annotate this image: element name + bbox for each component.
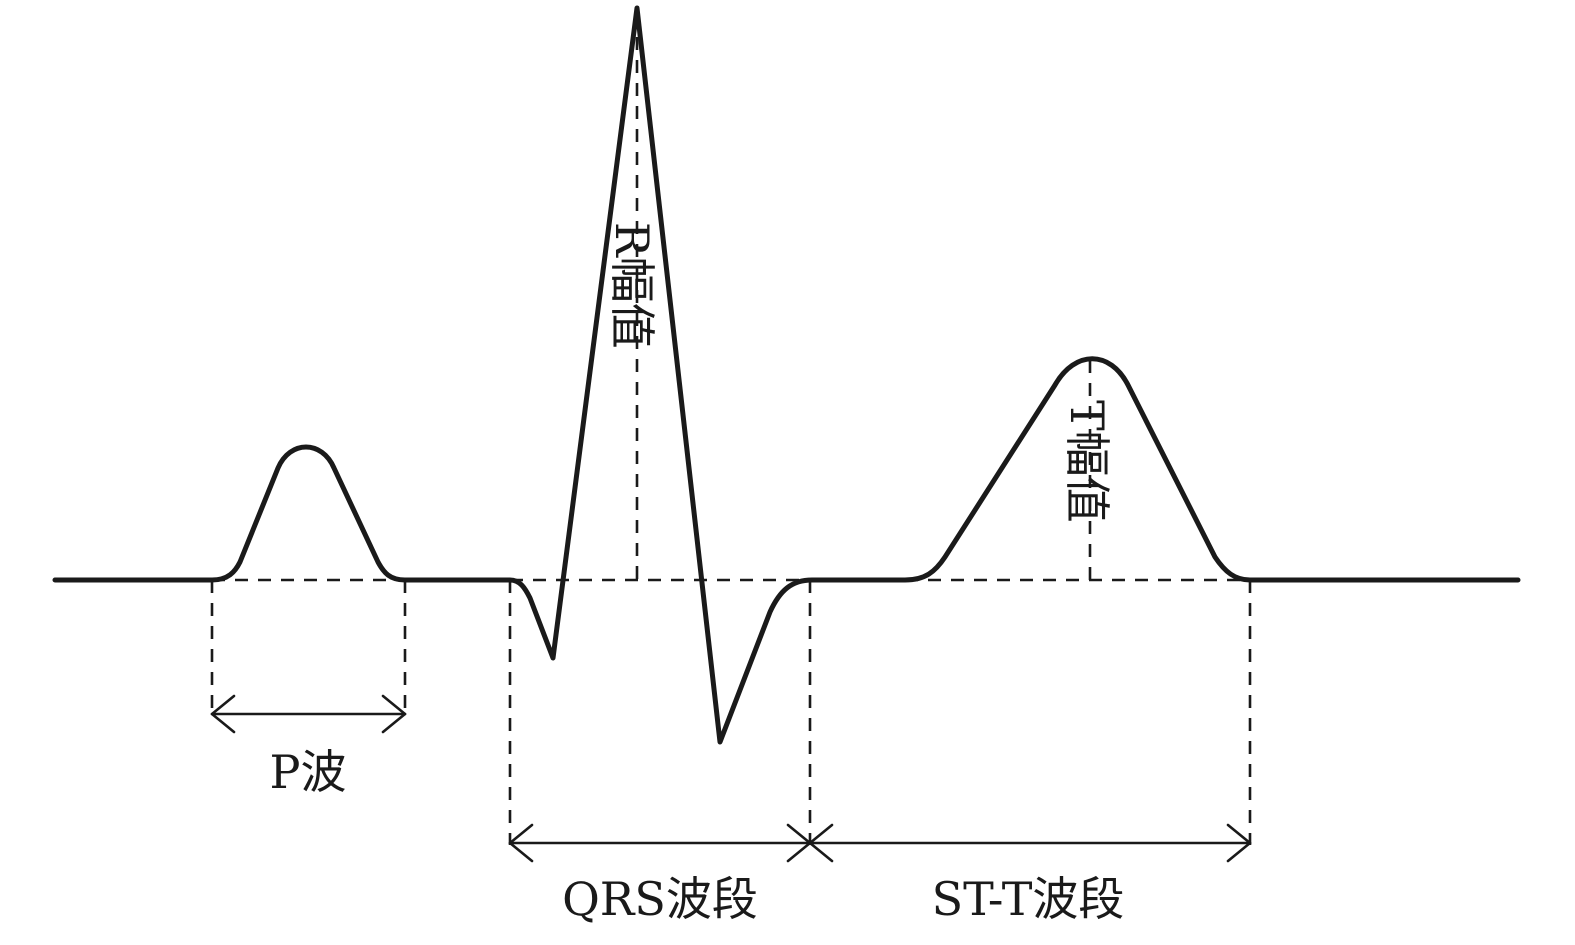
t-amplitude-label: T幅值 <box>1060 400 1114 523</box>
r-amplitude-label: R幅值 <box>605 222 659 349</box>
qrs-segment-label: QRS波段 <box>562 872 758 926</box>
p-wave-span-arrow <box>210 694 407 734</box>
ecg-waveform-line <box>52 5 1521 745</box>
st-t-segment-span-arrow <box>808 823 1252 863</box>
qrs-segment-span-arrow <box>508 823 812 863</box>
st-t-segment-label: ST-T波段 <box>932 872 1125 926</box>
p-wave-label: P波 <box>270 745 347 799</box>
